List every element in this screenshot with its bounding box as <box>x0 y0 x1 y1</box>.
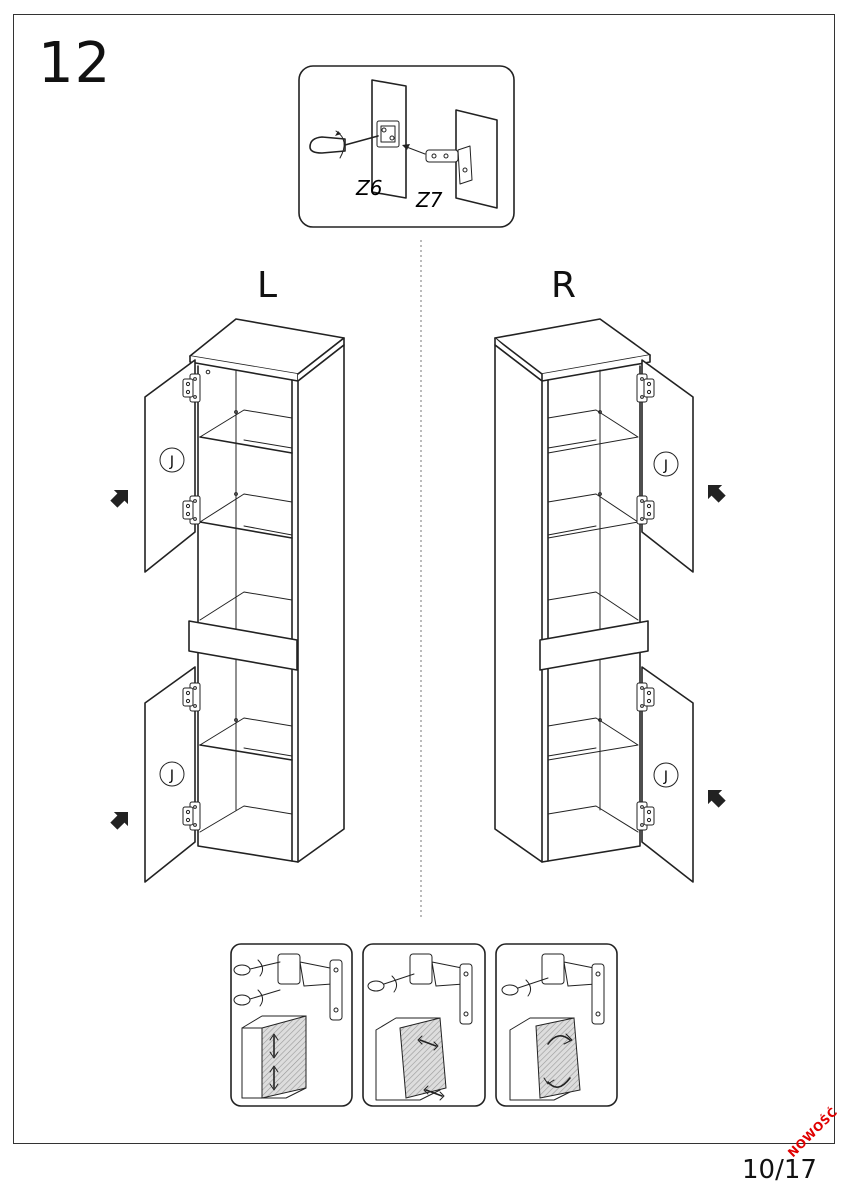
part-z7-label: Z7 <box>415 188 443 212</box>
marker-j-left-upper-label: J <box>169 454 174 470</box>
marker-j-right-upper <box>653 451 679 477</box>
marker-j-right-lower <box>653 762 679 788</box>
adjust-panel-depth <box>495 943 618 1107</box>
part-z6-label: Z6 <box>355 176 382 200</box>
marker-j-right-upper-label: J <box>663 458 668 474</box>
page-number: 10/17 <box>742 1155 817 1185</box>
step-number: 12 <box>38 31 112 96</box>
right-cabinet <box>494 318 730 883</box>
page-frame <box>13 14 835 1144</box>
marker-j-right-lower-label: J <box>663 769 668 785</box>
marker-j-left-lower-label: J <box>169 768 174 784</box>
hinge-detail-box <box>298 65 515 228</box>
marker-j-left-lower <box>159 761 185 787</box>
left-cabinet <box>106 318 345 883</box>
marker-j-left-upper <box>159 447 185 473</box>
adjust-panel-height <box>230 943 353 1107</box>
right-variant-label: R <box>551 265 577 306</box>
adjust-panel-sideways <box>362 943 486 1107</box>
left-variant-label: L <box>257 265 278 306</box>
